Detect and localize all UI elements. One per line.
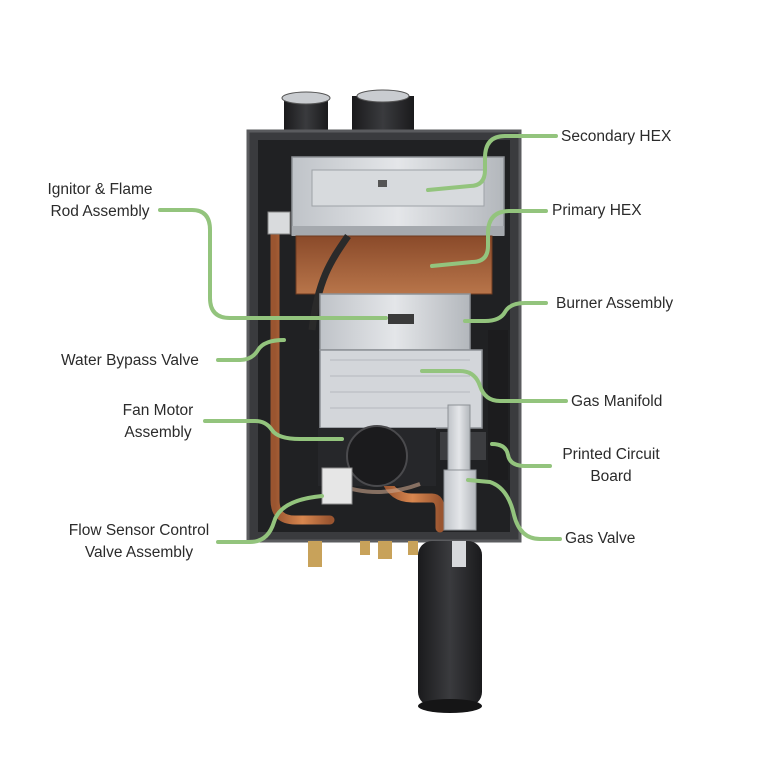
burner-unit bbox=[319, 293, 471, 351]
label-primary-hex: Primary HEX bbox=[552, 202, 642, 219]
label-secondary-hex: Secondary HEX bbox=[561, 128, 672, 145]
label-ignitor-flame-rod-line2: Rod Assembly bbox=[50, 203, 150, 220]
pipe-fitting bbox=[267, 211, 291, 235]
flow-sensor-unit bbox=[321, 467, 353, 505]
label-burner-assembly: Burner Assembly bbox=[556, 295, 674, 312]
label-gas-valve: Gas Valve bbox=[565, 530, 636, 547]
label-water-bypass-valve: Water Bypass Valve bbox=[61, 352, 199, 369]
leader-ignitor-flame-rod bbox=[158, 208, 388, 320]
label-printed-circuit-board-line1: Printed Circuit bbox=[562, 446, 660, 463]
leader-secondary-hex bbox=[426, 134, 558, 192]
leader-printed-circuit-board bbox=[490, 442, 552, 468]
label-flow-sensor-control-valve-line2: Valve Assembly bbox=[84, 544, 194, 561]
leader-fan-motor-assembly bbox=[203, 419, 344, 441]
exhaust-pipe bbox=[418, 541, 482, 713]
label-gas-manifold: Gas Manifold bbox=[571, 393, 663, 410]
label-ignitor-flame-rod: Ignitor & Flame Rod Assembly bbox=[36, 179, 164, 223]
label-flow-sensor-control-valve-line1: Flow Sensor Control bbox=[68, 522, 210, 539]
secondary-hex-unit bbox=[291, 156, 505, 236]
leader-water-bypass-valve bbox=[216, 338, 286, 362]
leader-gas-valve bbox=[466, 478, 562, 541]
bottom-connections bbox=[308, 541, 418, 567]
fan-motor-unit bbox=[318, 425, 436, 494]
leader-primary-hex bbox=[430, 209, 548, 268]
top-vents bbox=[281, 89, 414, 132]
copper-piping bbox=[265, 215, 485, 533]
label-fan-motor-assembly: Fan Motor Assembly bbox=[108, 400, 208, 444]
label-fan-motor-assembly-line1: Fan Motor bbox=[122, 402, 194, 419]
leader-gas-manifold bbox=[420, 369, 568, 403]
label-ignitor-flame-rod-line1: Ignitor & Flame bbox=[47, 181, 153, 198]
label-flow-sensor-control-valve: Flow Sensor Control Valve Assembly bbox=[58, 520, 220, 564]
label-printed-circuit-board: Printed Circuit Board bbox=[555, 444, 667, 488]
label-fan-motor-assembly-line2: Assembly bbox=[124, 424, 192, 441]
leader-flow-sensor-control-valve bbox=[216, 494, 324, 544]
leader-burner-assembly bbox=[463, 301, 548, 323]
gas-manifold-unit bbox=[319, 349, 483, 429]
label-printed-circuit-board-line2: Board bbox=[590, 468, 632, 485]
